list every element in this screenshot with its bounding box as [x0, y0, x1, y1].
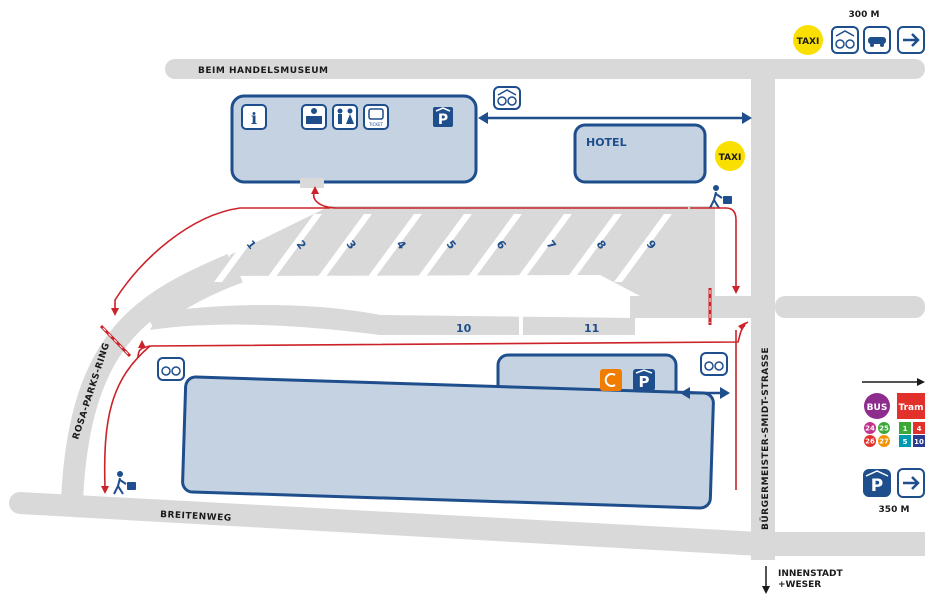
bike-parking-icon-top[interactable] — [493, 86, 521, 110]
bay-separator — [464, 214, 522, 282]
lane-divider — [519, 316, 523, 336]
road-beim-handelsmuseum — [165, 59, 925, 79]
tram-line-label: 4 — [917, 425, 922, 433]
tram-line-label: 10 — [914, 438, 924, 446]
bay-label-11: 11 — [584, 322, 599, 335]
route-west-out — [114, 207, 330, 310]
gate-barriers — [99, 288, 712, 358]
tram-line-4 — [913, 422, 925, 434]
ring-link — [145, 267, 243, 329]
bay-separator — [414, 214, 472, 282]
route-east-down — [690, 207, 737, 288]
bus-line-label: 25 — [879, 425, 889, 433]
transit-legend: BUS Tram 24 25 26 27 1 4 5 10 — [862, 378, 925, 447]
bus-line-24 — [864, 422, 876, 434]
bottom-right-parking: P 350 M — [863, 468, 925, 515]
bus-badge — [864, 393, 890, 419]
tram-line-label: 5 — [903, 438, 908, 446]
parking-garage-icon[interactable] — [633, 369, 655, 391]
main-terminal-building — [230, 94, 478, 184]
road-buergermeister-smidt-strasse — [751, 72, 775, 560]
covered-parking-icon[interactable] — [433, 107, 453, 127]
road-rosa-parks-ring — [61, 253, 237, 501]
bus-line-label: 27 — [879, 438, 889, 446]
parking-building-icons: P — [600, 369, 655, 391]
bike-icons — [157, 86, 728, 381]
bike-parking-icon-topright[interactable] — [831, 26, 859, 54]
svg-text:TAXI: TAXI — [719, 153, 742, 163]
terminal-entrance — [300, 178, 324, 188]
road-east-connector — [775, 296, 925, 318]
bus-line-label: 24 — [865, 425, 875, 433]
bus-routes — [101, 186, 749, 494]
innenstadt-label: INNENSTADT — [778, 569, 843, 579]
bay-separator — [564, 214, 622, 282]
tram-line-1 — [899, 422, 911, 434]
taxi-icon[interactable] — [715, 141, 745, 171]
bay-separator — [214, 214, 272, 282]
distance-bottom-right: 350 M — [879, 505, 910, 515]
distance-top-right: 300 M — [849, 10, 880, 20]
bay-separator — [264, 214, 322, 282]
route-to-terminal — [313, 189, 688, 209]
street-label-buergermeister-smidt-strasse: BÜRGERMEISTER-SMIDT-STRASSE — [760, 347, 771, 530]
pedestrian-with-luggage-icon-north — [709, 185, 732, 209]
tram-line-label: 1 — [903, 425, 908, 433]
bus-line-25 — [878, 422, 890, 434]
bus-line-27 — [878, 435, 890, 447]
ticket-bus-icon[interactable] — [363, 104, 389, 130]
walkway-arrows — [478, 112, 752, 399]
svg-text:P: P — [871, 476, 883, 496]
info-icon[interactable] — [241, 104, 267, 130]
tram-line-5 — [899, 435, 911, 447]
bay-separator — [364, 214, 422, 282]
svg-text:i: i — [251, 109, 257, 128]
bay-concourse — [225, 206, 715, 300]
top-right-directions: 300 M TAXI — [793, 10, 925, 55]
svg-text:P: P — [438, 112, 448, 128]
svg-text:P: P — [639, 373, 650, 391]
bay-label-10: 10 — [456, 322, 472, 335]
innenstadt-direction: INNENSTADT +WESER — [762, 566, 843, 594]
weser-label: +WESER — [778, 580, 821, 590]
taxi-stand: TAXI — [715, 141, 745, 171]
taxi-icon-top[interactable] — [793, 25, 823, 55]
route-lower-west — [137, 324, 746, 359]
lane-east-link — [630, 296, 751, 318]
svg-text:BUS: BUS — [867, 403, 888, 413]
tram-lines: 1 4 5 10 — [899, 422, 925, 447]
street-label-beim-handelsmuseum: BEIM HANDELSMUSEUM — [198, 66, 328, 76]
svg-text:Tram: Tram — [898, 403, 923, 413]
bus-lines: 24 25 26 27 — [864, 422, 890, 447]
large-hall-building — [181, 375, 715, 510]
route-south-exit — [103, 345, 151, 489]
svg-text:TAXI: TAXI — [797, 37, 820, 47]
street-label-breitenweg: BREITENWEG — [160, 510, 232, 524]
hotel-building — [573, 123, 707, 184]
buildings — [181, 94, 715, 510]
bus-line-label: 26 — [865, 438, 875, 446]
svg-text:TICKET: TICKET — [368, 122, 384, 127]
bay-separator — [314, 214, 372, 282]
bus-line-26 — [864, 435, 876, 447]
tram-line-10 — [913, 435, 925, 447]
terminal-icons: i TICKET P — [241, 104, 453, 130]
hotel-label: HOTEL — [586, 136, 627, 149]
carsharing-icon[interactable] — [600, 369, 622, 391]
parking-icon-bottom[interactable] — [863, 469, 891, 497]
road-breitenweg — [20, 492, 925, 556]
roads — [9, 59, 925, 560]
bay-separator — [514, 214, 572, 282]
bay-stripes — [214, 214, 672, 282]
bay-separator — [614, 214, 672, 282]
lane-10-11 — [150, 304, 635, 335]
toilets-icon[interactable] — [332, 104, 358, 130]
pedestrian-icons — [113, 185, 732, 495]
road-breitenweg-end — [9, 492, 31, 514]
tram-badge — [897, 393, 925, 419]
pedestrian-with-luggage-icon-south — [113, 471, 136, 495]
